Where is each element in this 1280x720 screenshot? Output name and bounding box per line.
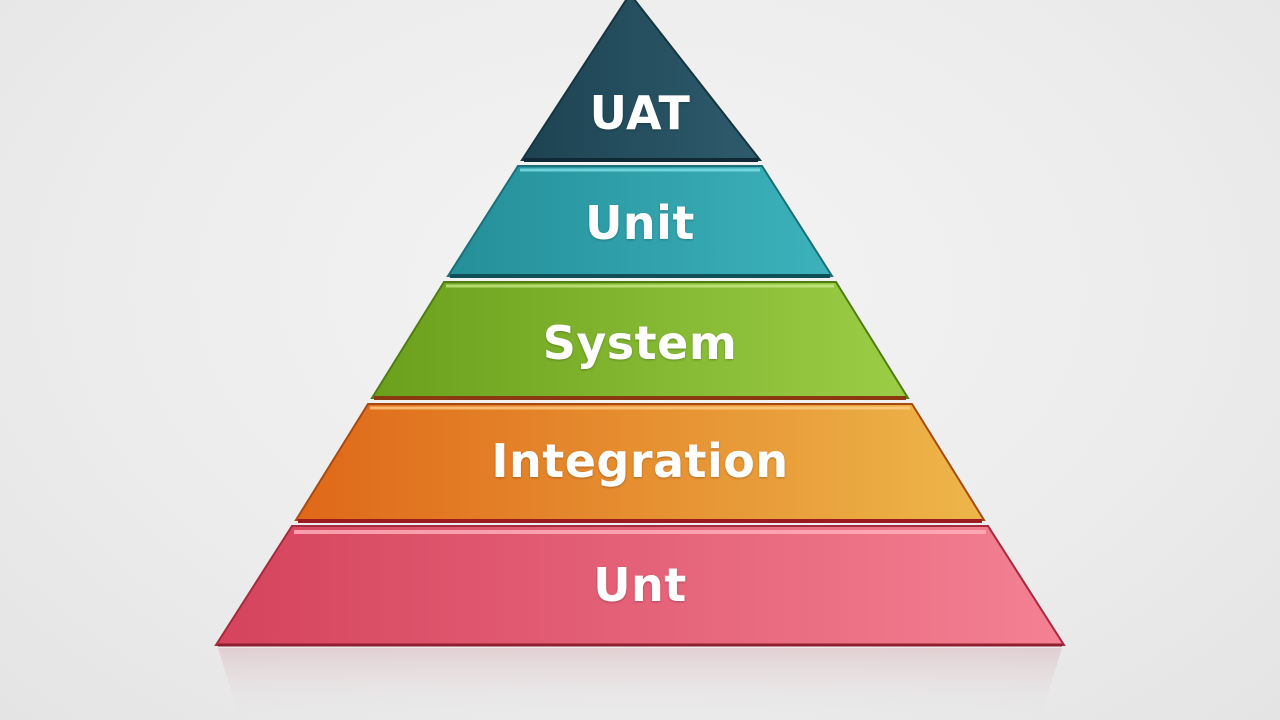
level-label-base: Unt [593, 558, 687, 612]
pyramid-level-base [214, 525, 1066, 647]
level-label-system: System [542, 316, 738, 370]
floor-reflection [218, 648, 1062, 720]
level-label-unit: Unit [585, 196, 695, 250]
pyramid-level-uat [520, 0, 763, 162]
level-label-uat: UAT [589, 86, 691, 140]
level-label-integration: Integration [491, 434, 789, 488]
pyramid-level-integration [294, 403, 986, 523]
pyramid-level-unit [446, 165, 834, 278]
pyramid-level-system [370, 281, 910, 400]
